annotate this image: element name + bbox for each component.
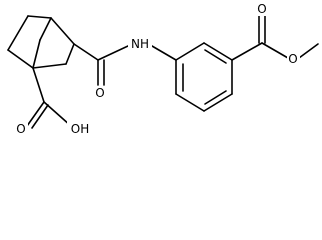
amide-nh-label: NH <box>131 37 149 51</box>
amide-group: O NH <box>94 36 177 100</box>
ring-bond-6 <box>175 42 205 61</box>
bond-core-4 <box>32 39 41 69</box>
methyl-ester-group: O O <box>231 2 319 66</box>
amide-cn-bond <box>97 45 129 61</box>
amide-nc-bond <box>151 45 177 61</box>
ring-bond-3 <box>203 93 233 112</box>
amide-carbonyl-o-label: O <box>95 86 104 100</box>
bond-core-1 <box>27 15 52 19</box>
carboxylic-acid-group: O OH <box>15 101 93 136</box>
ester-carbonyl-o-label-bg <box>256 2 268 16</box>
amide-nh-label-bg <box>128 36 152 52</box>
acid-oh-label-bg <box>67 121 93 136</box>
amide-o-label-bg <box>94 86 106 100</box>
acid-co-bond-2 <box>31 104 49 129</box>
ester-ring-bond <box>231 42 263 61</box>
bond-core-6 <box>50 17 75 45</box>
ester-carbonyl-o-label: O <box>257 2 266 16</box>
acid-carbonyl-o-label: O <box>16 122 25 136</box>
bond-core-8 <box>32 63 67 69</box>
bond-core-10 <box>73 43 99 61</box>
bond-core-9 <box>32 67 45 103</box>
ring-inner-bond-3 <box>204 49 227 64</box>
acid-oh-label: OH <box>71 122 89 136</box>
ester-o-label-bg <box>287 51 300 66</box>
bond-core-7 <box>65 43 75 65</box>
ester-oxygen-label: O <box>288 52 297 66</box>
ester-c-o-bond <box>261 42 289 59</box>
acid-c-oh-bond <box>43 101 72 127</box>
ring-bond-5 <box>203 42 233 61</box>
acid-o-label-bg <box>15 121 28 136</box>
acid-co-bond-1 <box>26 101 45 127</box>
bond-core-5 <box>39 17 52 41</box>
bicyclic-core <box>7 15 99 103</box>
ring-inner-bond-2 <box>204 90 227 105</box>
bond-core-3 <box>7 49 34 69</box>
ring-bond-2 <box>175 93 205 112</box>
molecule-structure: O NH O OH O O <box>7 2 319 136</box>
bond-core-2 <box>7 15 29 51</box>
ester-o-ch3-bond <box>298 43 319 59</box>
benzene-ring <box>175 42 233 112</box>
